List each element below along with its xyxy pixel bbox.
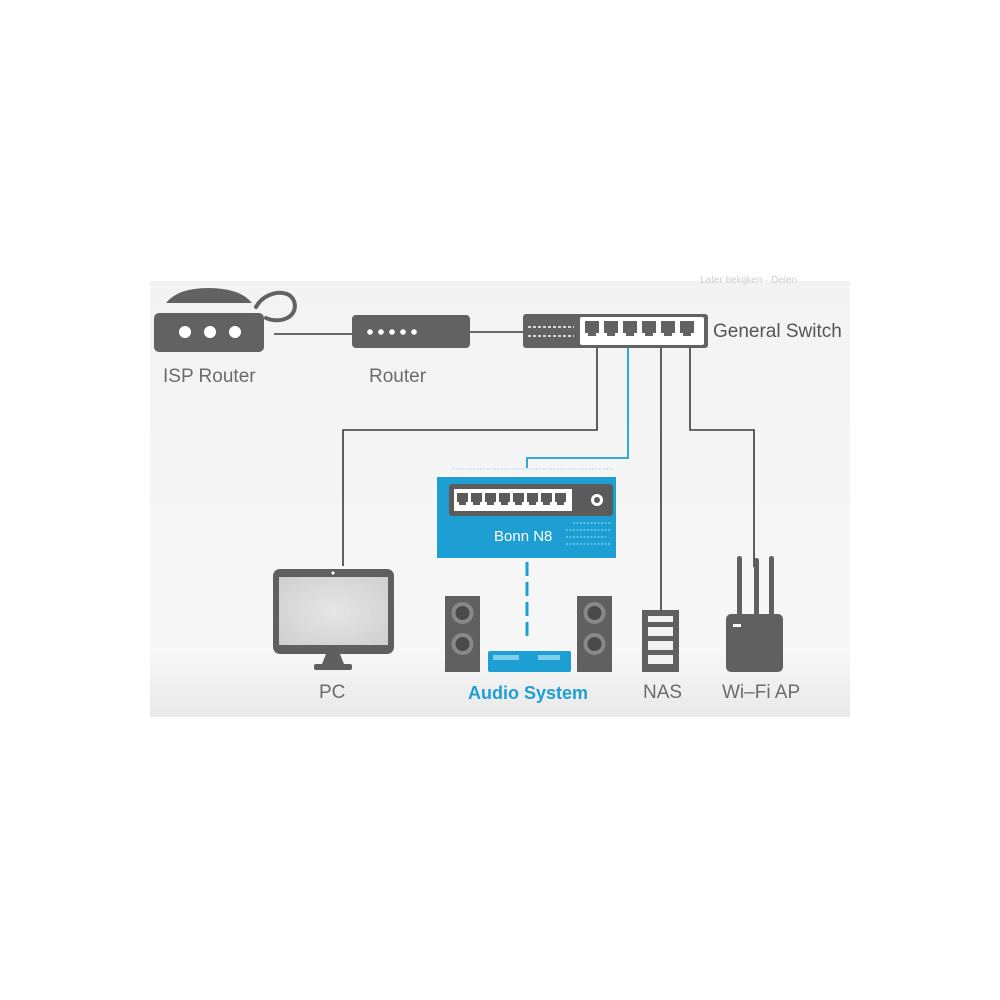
video-overlay-text: Later bekijken · Delen [700, 275, 798, 286]
bonn-n8-label: Bonn N8 [494, 528, 553, 545]
general-switch-label: General Switch [713, 321, 842, 342]
network-switch-icon [523, 314, 708, 348]
nas-label: NAS [643, 682, 683, 703]
accent-lines [525, 347, 629, 642]
monitor-icon [273, 569, 394, 670]
pc-label: PC [319, 682, 346, 703]
audio-system-label: Audio System [468, 683, 589, 703]
audio-switch-icon [437, 468, 616, 558]
edge-general-switch-to-wifi-ap [689, 347, 755, 567]
isp-router-icon [154, 288, 297, 352]
nas-server-icon [642, 610, 679, 672]
isp-router-label: ISP Router [163, 366, 256, 387]
speakers-icon [445, 596, 612, 672]
wifi-ap-label: Wi–Fi AP [722, 682, 801, 703]
edge-general-switch-to-bonn-n8 [526, 347, 629, 468]
router-label: Router [369, 366, 427, 387]
connection-lines [274, 331, 755, 610]
router-icon [352, 315, 470, 348]
wifi-access-point-icon [726, 556, 783, 672]
edge-general-switch-to-pc [342, 347, 598, 566]
